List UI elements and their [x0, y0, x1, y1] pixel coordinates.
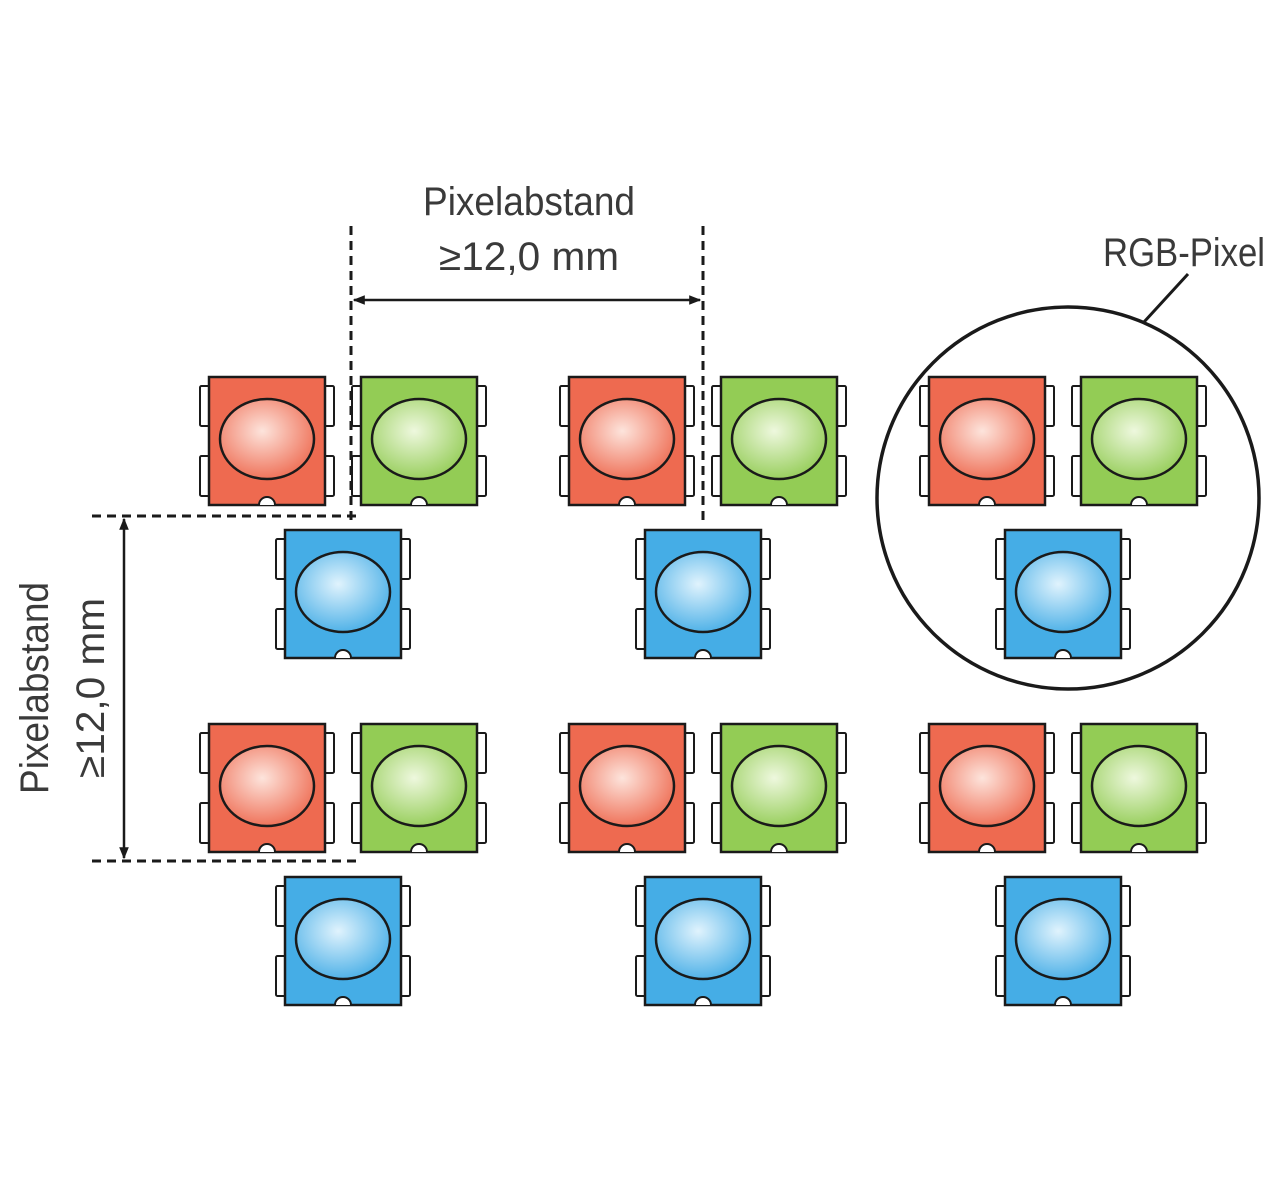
led-lens [218, 744, 316, 828]
led-notch [618, 496, 636, 506]
callout-leader-line [1142, 272, 1190, 324]
led-lens [730, 397, 828, 481]
led-notch [258, 843, 276, 853]
vertical-pitch-title: Pixelabstand [13, 582, 57, 794]
led-green-pixel-1 [351, 375, 487, 507]
led-red-pixel-6 [919, 722, 1055, 854]
led-notch [1054, 996, 1072, 1006]
led-notch [770, 496, 788, 506]
rgb-pixel-highlight-circle [875, 305, 1261, 691]
led-notch [1130, 843, 1148, 853]
led-blue-pixel-1 [275, 528, 411, 660]
horizontal-pitch-dimension: Pixelabstand ≥12,0 mm [349, 180, 705, 522]
horizontal-pitch-title: Pixelabstand [423, 180, 635, 224]
led-red-pixel-1 [199, 375, 335, 507]
led-red-pixel-5 [559, 722, 695, 854]
led-blue-pixel-5 [635, 875, 771, 1007]
led-lens [654, 550, 752, 634]
led-lens [1014, 897, 1112, 981]
led-green-pixel-3 [1071, 375, 1207, 507]
led-lens [1090, 397, 1188, 481]
vertical-pitch-dimension: Pixelabstand ≥12,0 mm [13, 514, 362, 863]
led-notch [258, 496, 276, 506]
led-blue-pixel-4 [275, 875, 411, 1007]
led-lens [938, 397, 1036, 481]
led-green-pixel-2 [711, 375, 847, 507]
led-lens [654, 897, 752, 981]
led-blue-pixel-6 [995, 875, 1131, 1007]
led-red-pixel-3 [919, 375, 1055, 507]
led-notch [334, 649, 352, 659]
led-notch [978, 496, 996, 506]
led-notch [1130, 496, 1148, 506]
led-notch [410, 496, 428, 506]
led-notch [618, 843, 636, 853]
led-lens [370, 744, 468, 828]
vertical-pitch-value: ≥12,0 mm [69, 598, 113, 778]
led-package-grid [199, 375, 1207, 1007]
led-green-pixel-6 [1071, 722, 1207, 854]
led-notch [334, 996, 352, 1006]
led-lens [938, 744, 1036, 828]
led-lens [578, 744, 676, 828]
led-lens [294, 897, 392, 981]
rgb-pixel-callout: RGB-Pixel [875, 231, 1265, 691]
led-lens [730, 744, 828, 828]
led-lens [294, 550, 392, 634]
rgb-pixel-label: RGB-Pixel [1103, 231, 1265, 275]
led-blue-pixel-2 [635, 528, 771, 660]
led-notch [1054, 649, 1072, 659]
led-notch [978, 843, 996, 853]
led-red-pixel-4 [199, 722, 335, 854]
led-red-pixel-2 [559, 375, 695, 507]
led-lens [218, 397, 316, 481]
horizontal-pitch-value: ≥12,0 mm [439, 235, 619, 279]
led-green-pixel-4 [351, 722, 487, 854]
led-green-pixel-5 [711, 722, 847, 854]
led-lens [370, 397, 468, 481]
led-lens [1014, 550, 1112, 634]
led-notch [694, 649, 712, 659]
led-blue-pixel-3 [995, 528, 1131, 660]
led-lens [1090, 744, 1188, 828]
led-lens [578, 397, 676, 481]
led-notch [770, 843, 788, 853]
led-notch [694, 996, 712, 1006]
led-notch [410, 843, 428, 853]
